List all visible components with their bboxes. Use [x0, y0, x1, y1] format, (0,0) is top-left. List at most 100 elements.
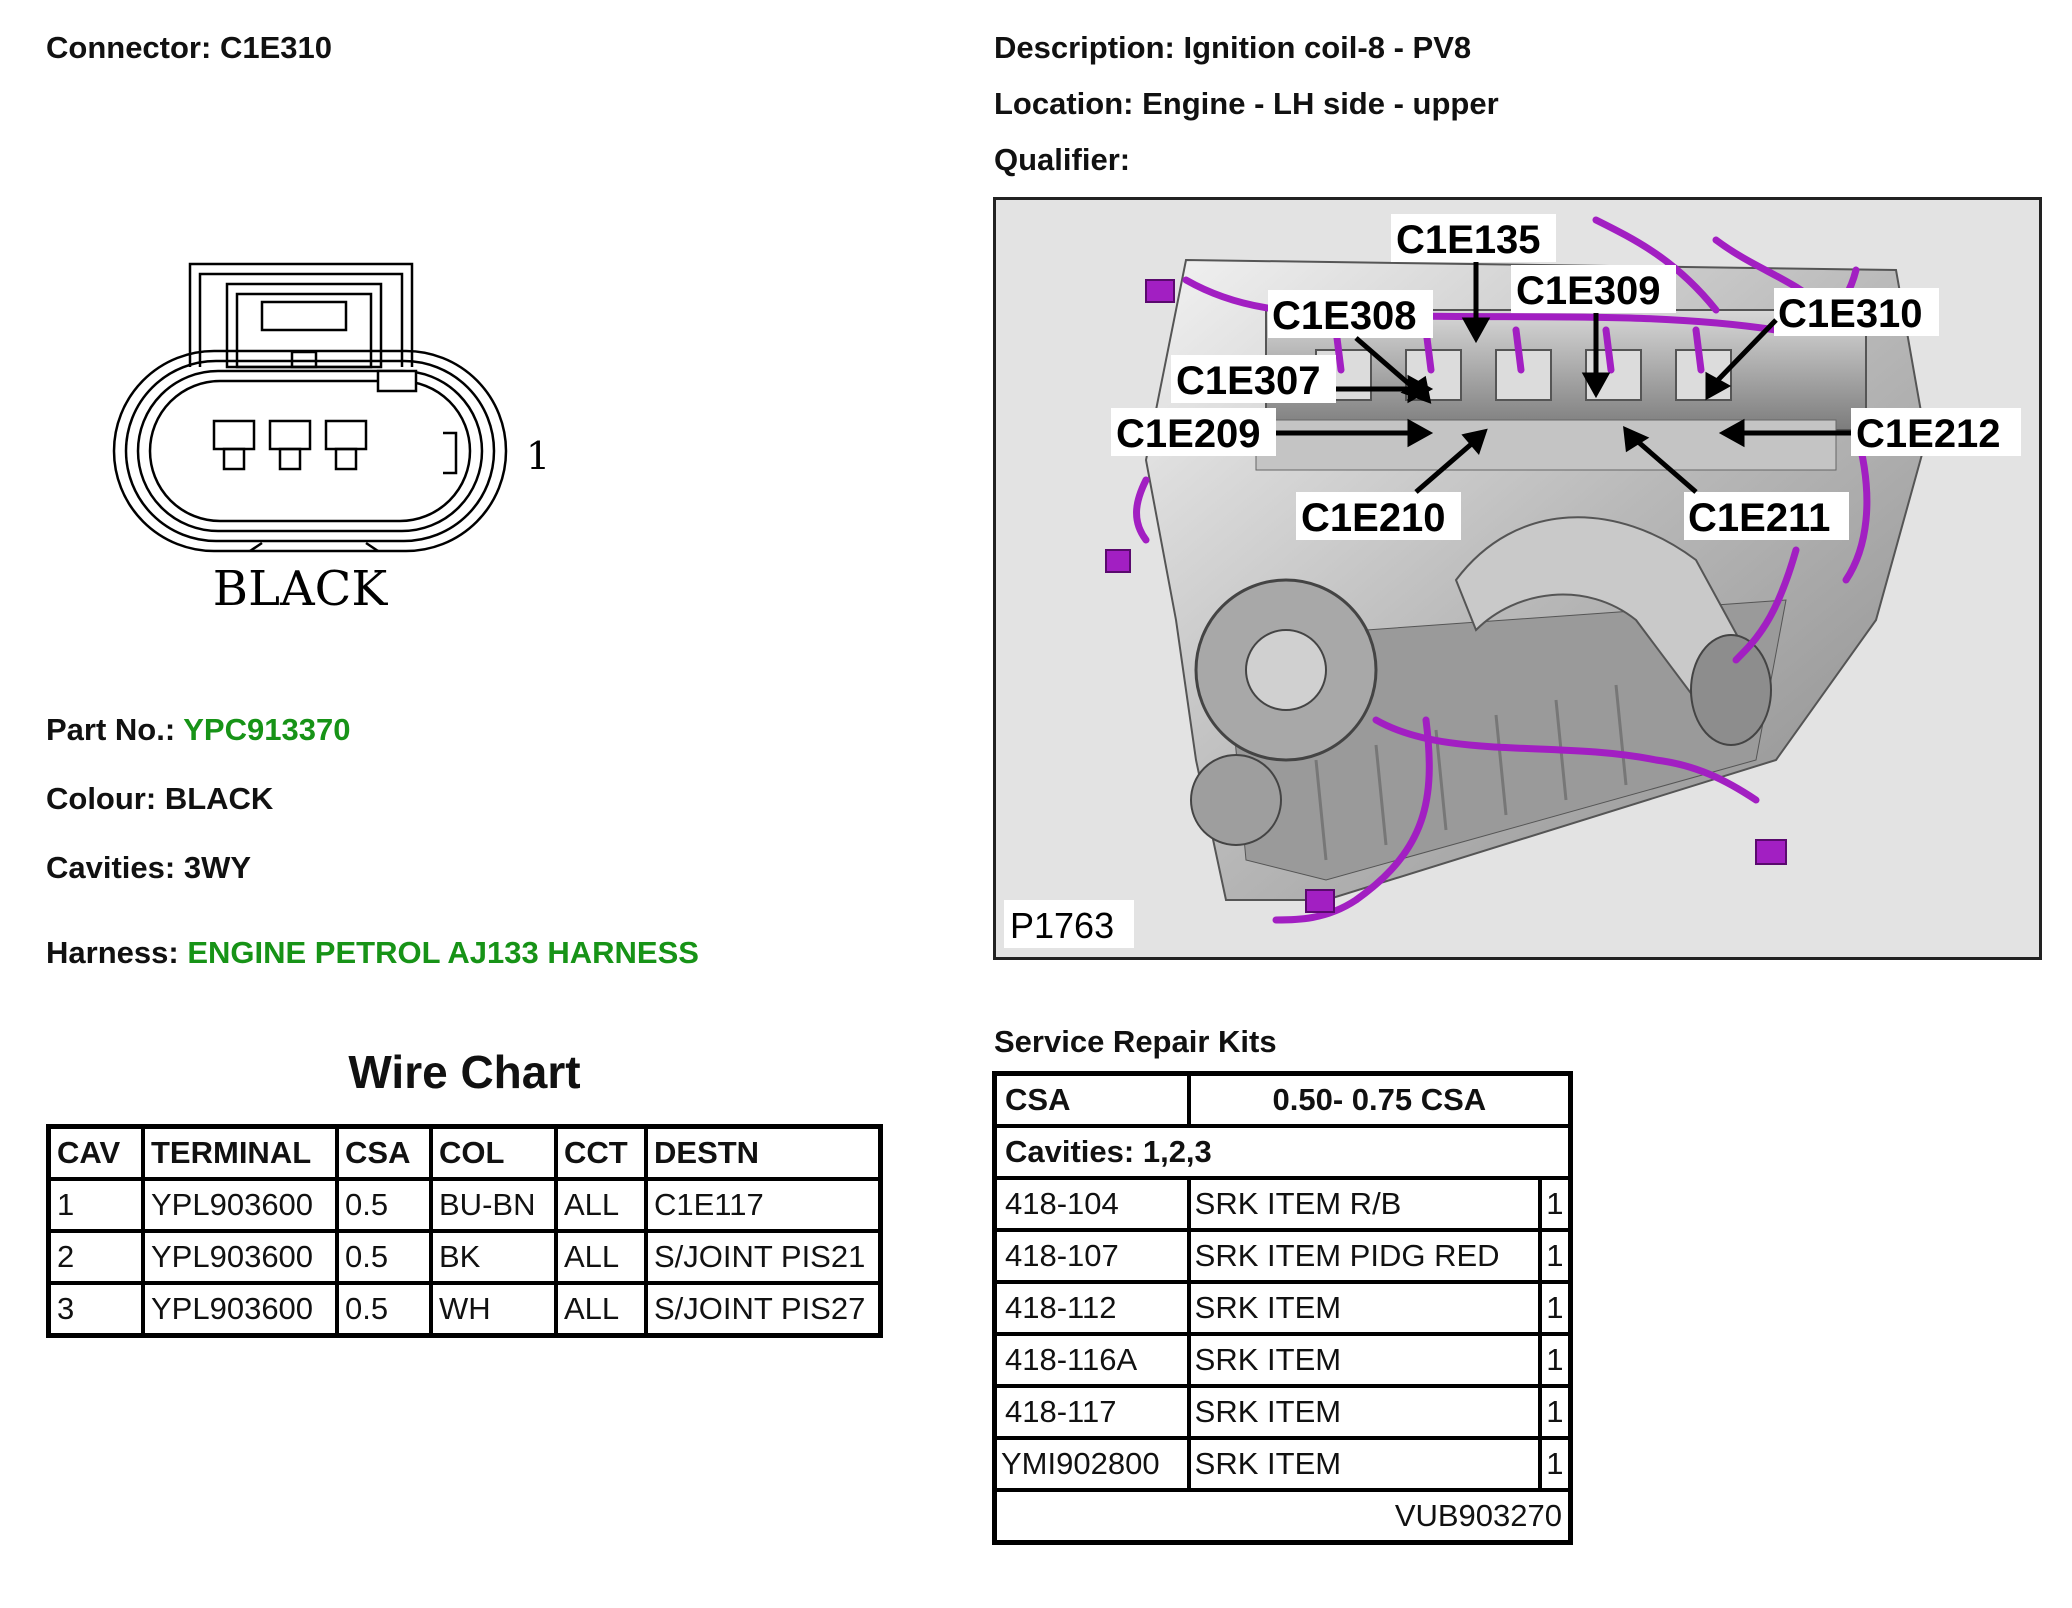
wire-chart-header-row: CAV TERMINAL CSA COL CCT DESTN — [46, 1124, 883, 1181]
srk-part: 418-104 — [992, 1176, 1191, 1232]
srk-description: SRK ITEM — [1186, 1436, 1542, 1492]
connector-colour-text: BLACK — [213, 561, 389, 617]
srk-description: SRK ITEM PIDG RED — [1186, 1228, 1542, 1284]
callout-c1e209: C1E209 — [1116, 412, 1261, 456]
cell-destn: S/JOINT PIS21 — [644, 1229, 883, 1285]
cavities-label: Cavities: — [46, 850, 176, 885]
srk-csa-value: 0.50- 0.75 CSA — [1186, 1071, 1573, 1128]
srk-footer-row: VUB903270 — [992, 1488, 1573, 1545]
callout-c1e309: C1E309 — [1516, 269, 1661, 313]
table-row: 418-117 SRK ITEM 1 — [992, 1384, 1573, 1440]
cell-terminal: YPL903600 — [141, 1177, 339, 1233]
cavity-3 — [212, 419, 256, 471]
srk-csa-row: CSA 0.50- 0.75 CSA — [992, 1071, 1573, 1128]
cell-destn: S/JOINT PIS27 — [644, 1281, 883, 1338]
srk-description: SRK ITEM R/B — [1186, 1176, 1542, 1232]
srk-description: SRK ITEM — [1186, 1384, 1542, 1440]
description-label: Description: — [994, 30, 1175, 65]
callout-c1e212: C1E212 — [1856, 412, 2001, 456]
cell-cct: ALL — [554, 1177, 648, 1233]
table-row: YMI902800 SRK ITEM 1 — [992, 1436, 1573, 1492]
service-repair-kits-table: CSA 0.50- 0.75 CSA Cavities: 1,2,3 418-1… — [992, 1071, 1573, 1545]
table-row: 3 YPL903600 0.5 WH ALL S/JOINT PIS27 — [46, 1281, 883, 1338]
cell-col: BK — [429, 1229, 558, 1285]
header-cav: CAV — [46, 1124, 145, 1181]
cell-col: BU-BN — [429, 1177, 558, 1233]
cell-cav: 2 — [46, 1229, 145, 1285]
qualifier-label: Qualifier: — [994, 142, 1131, 177]
cell-csa: 0.5 — [335, 1229, 433, 1285]
srk-part: 418-116A — [992, 1332, 1191, 1388]
table-row: 1 YPL903600 0.5 BU-BN ALL C1E117 — [46, 1177, 883, 1233]
srk-cavities-row: Cavities: 1,2,3 — [992, 1124, 1573, 1180]
location-line: Location: Engine - LH side - upper — [994, 86, 1499, 122]
location-label: Location: — [994, 86, 1134, 121]
srk-qty: 1 — [1537, 1176, 1573, 1232]
description-line: Description: Ignition coil-8 - PV8 — [994, 30, 1471, 66]
connector-label: Connector: — [46, 30, 212, 65]
callout-c1e135: C1E135 — [1396, 218, 1541, 262]
table-row: 418-104 SRK ITEM R/B 1 — [992, 1176, 1573, 1232]
engine-location-image: C1E135 C1E308 C1E309 C1E310 C1E307 C1E20… — [993, 197, 2042, 960]
connector-face-diagram: 3 1 BLACK — [112, 262, 550, 617]
connector-line: Connector: C1E310 — [46, 30, 332, 66]
cavity-1 — [324, 419, 368, 471]
srk-description: SRK ITEM — [1186, 1280, 1542, 1336]
srk-csa-label: CSA — [992, 1071, 1191, 1128]
pin-label-right: 1 — [526, 434, 550, 478]
callout-c1e211: C1E211 — [1688, 496, 1830, 540]
harness-label: Harness: — [46, 935, 179, 970]
engine-block — [1144, 258, 1928, 901]
cell-terminal: YPL903600 — [141, 1281, 339, 1338]
srk-qty: 1 — [1537, 1332, 1573, 1388]
cell-cav: 1 — [46, 1177, 145, 1233]
header-cct: CCT — [554, 1124, 648, 1181]
image-code: P1763 — [1010, 905, 1114, 946]
cell-terminal: YPL903600 — [141, 1229, 339, 1285]
cell-destn: C1E117 — [644, 1177, 883, 1233]
cell-col: WH — [429, 1281, 558, 1338]
srk-qty: 1 — [1537, 1384, 1573, 1440]
qualifier-line: Qualifier: — [994, 142, 1130, 178]
colour-label: Colour: — [46, 781, 157, 816]
table-row: 418-112 SRK ITEM 1 — [992, 1280, 1573, 1336]
cell-cct: ALL — [554, 1229, 648, 1285]
table-row: 2 YPL903600 0.5 BK ALL S/JOINT PIS21 — [46, 1229, 883, 1285]
location-value: Engine - LH side - upper — [1142, 86, 1499, 121]
srk-title: Service Repair Kits — [994, 1024, 1277, 1059]
table-row: 418-107 SRK ITEM PIDG RED 1 — [992, 1228, 1573, 1284]
srk-description: SRK ITEM — [1186, 1332, 1542, 1388]
description-value: Ignition coil-8 - PV8 — [1183, 30, 1472, 65]
harness-line: Harness: ENGINE PETROL AJ133 HARNESS — [46, 935, 699, 971]
cavities-line: Cavities: 3WY — [46, 850, 251, 886]
callout-c1e308: C1E308 — [1272, 294, 1417, 338]
cell-csa: 0.5 — [335, 1177, 433, 1233]
colour-line: Colour: BLACK — [46, 781, 273, 817]
colour-value: BLACK — [164, 781, 274, 816]
cell-csa: 0.5 — [335, 1281, 433, 1338]
header-csa: CSA — [335, 1124, 433, 1181]
cell-cct: ALL — [554, 1281, 648, 1338]
wire-chart-title: Wire Chart — [348, 1046, 581, 1098]
part-no-link[interactable]: YPC913370 — [183, 712, 351, 747]
srk-qty: 1 — [1537, 1280, 1573, 1336]
engine-illustration: C1E135 C1E308 C1E309 C1E310 C1E307 C1E20… — [1004, 214, 2021, 948]
callout-arrows — [1276, 262, 1851, 494]
wire-chart-table: CAV TERMINAL CSA COL CCT DESTN 1 YPL9036… — [46, 1124, 883, 1338]
cavity-2 — [268, 419, 312, 471]
srk-part: 418-107 — [992, 1228, 1191, 1284]
header-terminal: TERMINAL — [141, 1124, 339, 1181]
callout-c1e307: C1E307 — [1176, 359, 1321, 403]
header-destn: DESTN — [644, 1124, 883, 1181]
header-col: COL — [429, 1124, 558, 1181]
srk-part: 418-112 — [992, 1280, 1191, 1336]
latch-housing — [188, 262, 414, 367]
callout-c1e310: C1E310 — [1778, 292, 1923, 336]
part-no-label: Part No.: — [46, 712, 176, 747]
exhaust-manifold — [1454, 516, 1758, 702]
srk-cavities: Cavities: 1,2,3 — [992, 1124, 1573, 1180]
cavities-value: 3WY — [183, 850, 252, 885]
srk-footer-code: VUB903270 — [992, 1488, 1573, 1545]
harness-link[interactable]: ENGINE PETROL AJ133 HARNESS — [187, 935, 699, 970]
srk-qty: 1 — [1537, 1436, 1573, 1492]
